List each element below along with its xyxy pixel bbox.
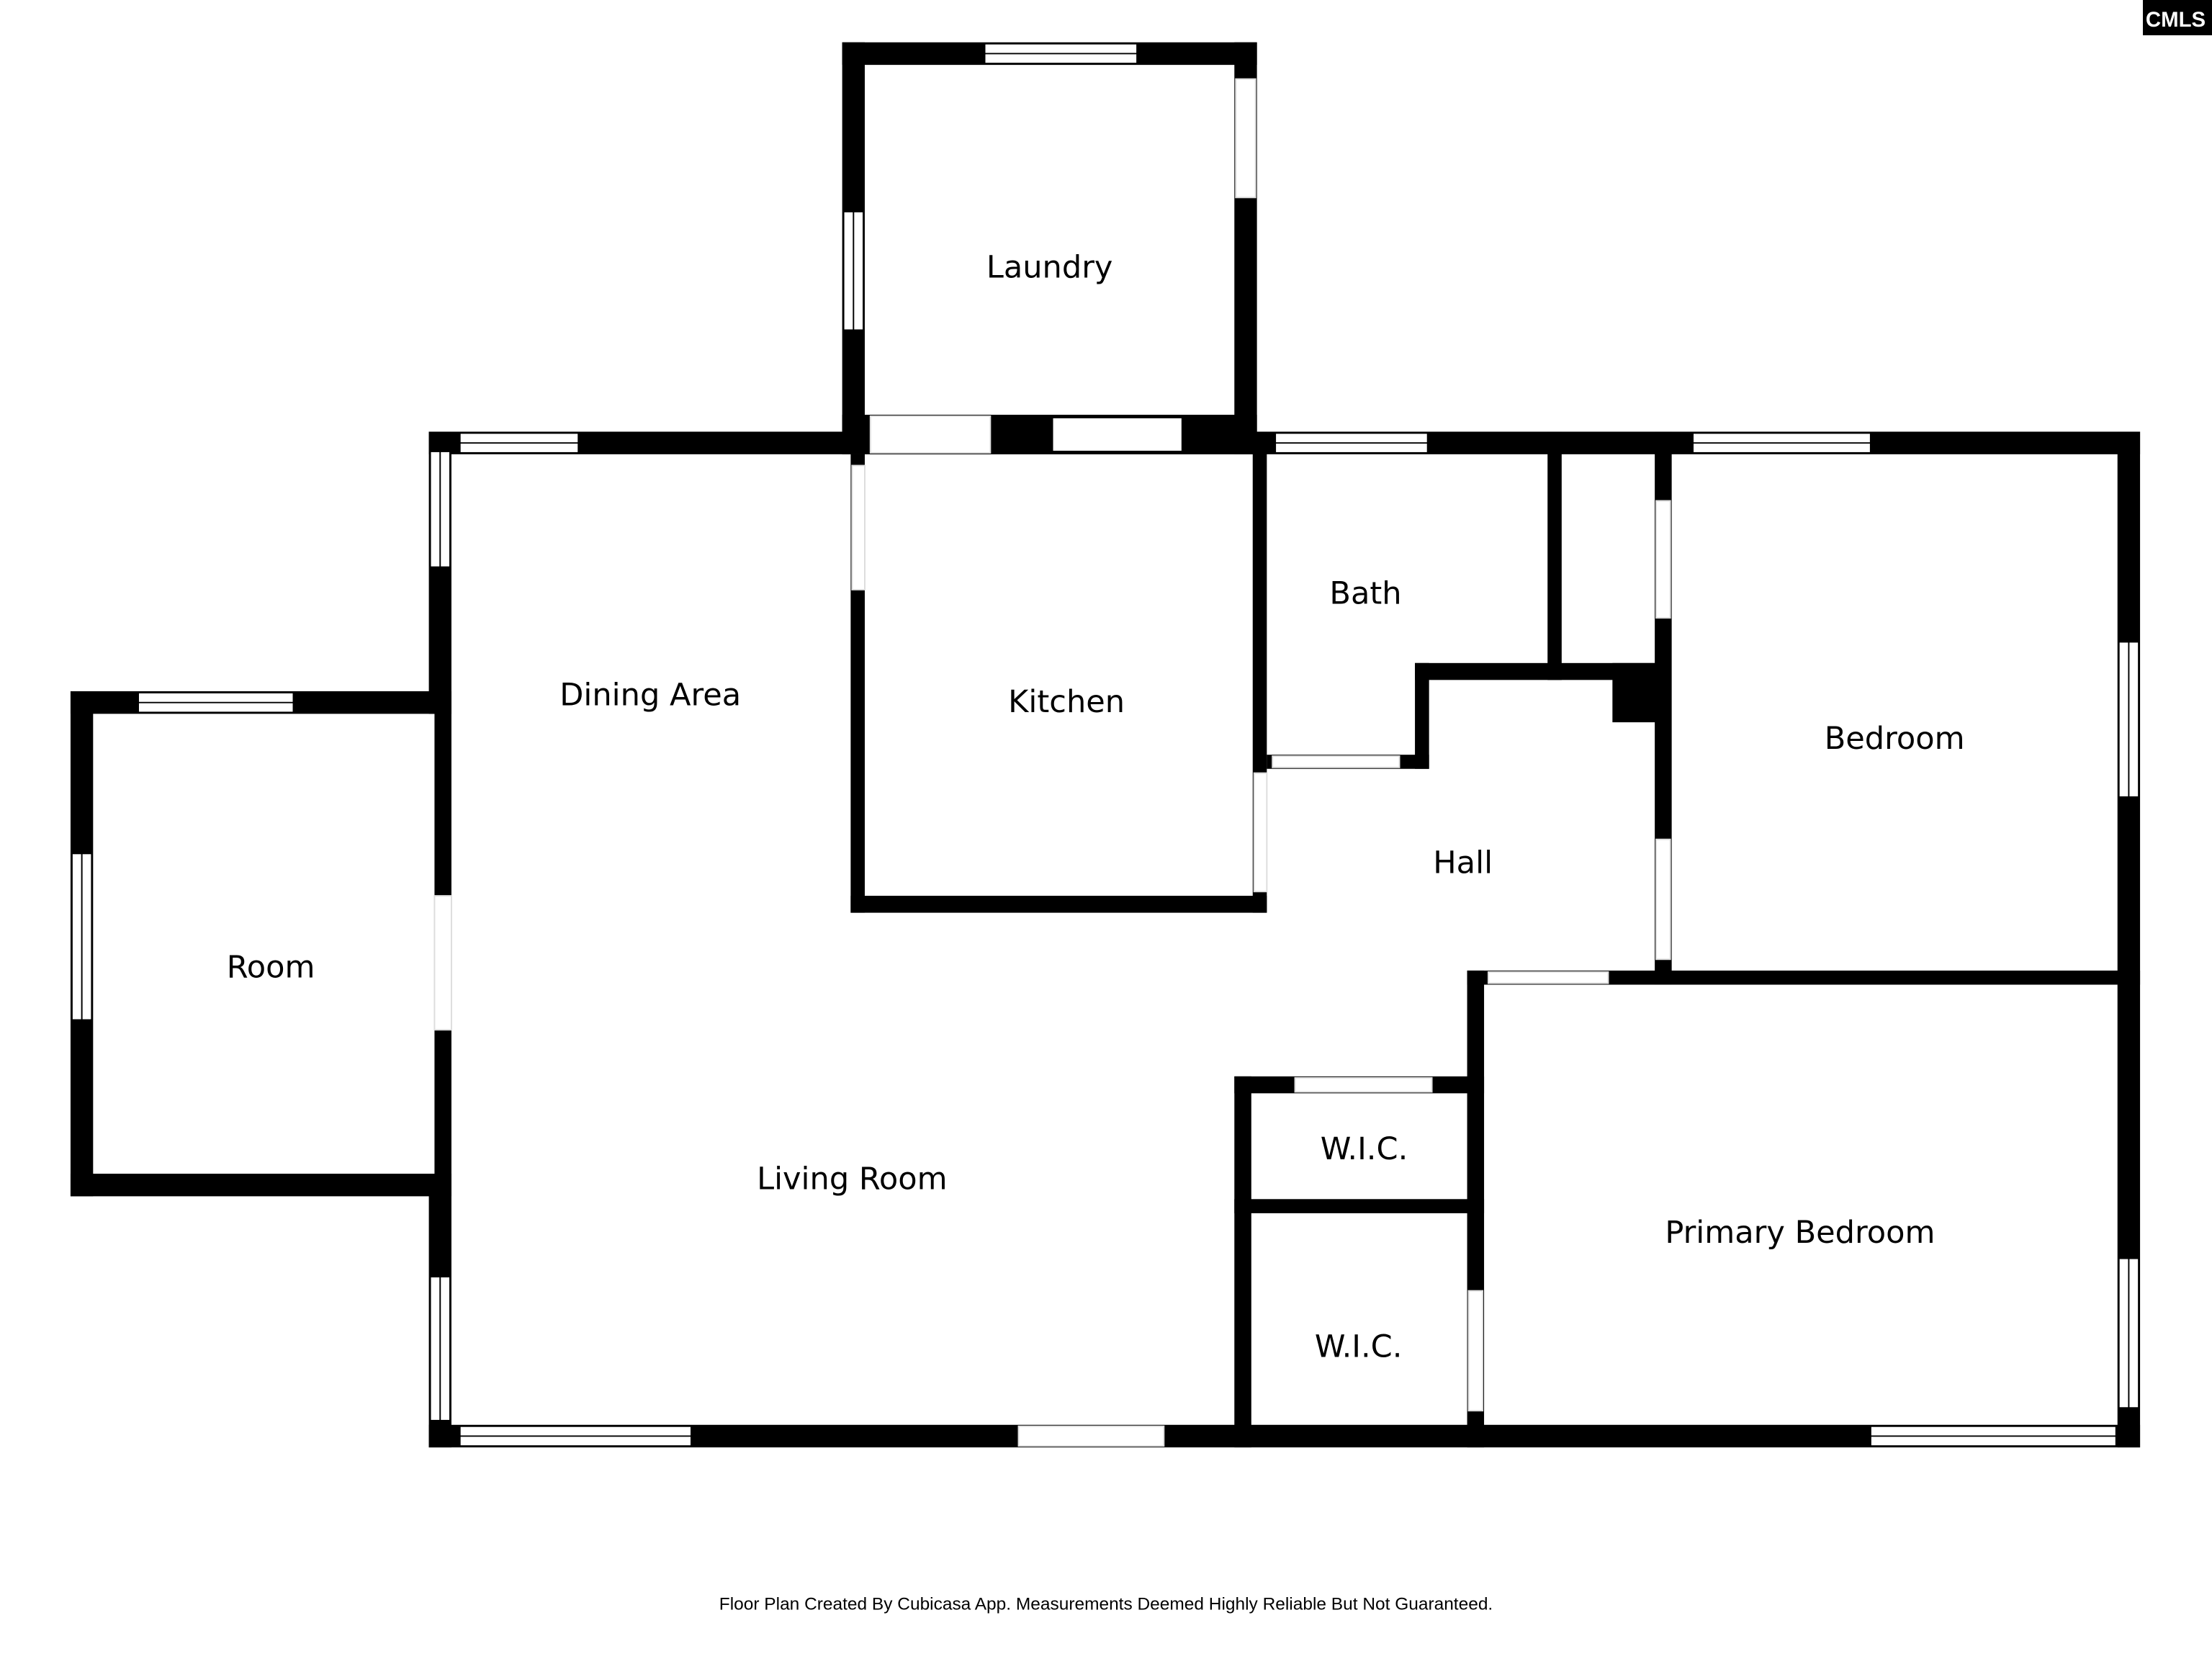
room-label-room: Room [227,949,315,985]
room-label-hall: Hall [1433,845,1493,881]
cmls-logo: CMLS [2143,0,2212,35]
room-label-wic: W.I.C. [1321,1131,1408,1167]
openings [433,78,1671,1447]
room-label-living-room: Living Room [757,1161,948,1197]
room-label-dining-area: Dining Area [559,677,741,713]
room-label-kitchen: Kitchen [1008,684,1125,720]
room-label-laundry: Laundry [986,250,1113,286]
logo-text: CMLS [2146,8,2206,32]
room-label-primary-bedroom: Primary Bedroom [1665,1215,1935,1251]
room-label-bedroom: Bedroom [1825,721,1965,757]
windows [71,42,2140,1447]
disclaimer-footer: Floor Plan Created By Cubicasa App. Meas… [719,1594,1493,1614]
room-labels: Laundry Dining Area Kitchen Bath Bedroom… [227,250,1965,1365]
room-label-bath: Bath [1329,575,1401,611]
room-label-wic: W.I.C. [1315,1328,1403,1364]
